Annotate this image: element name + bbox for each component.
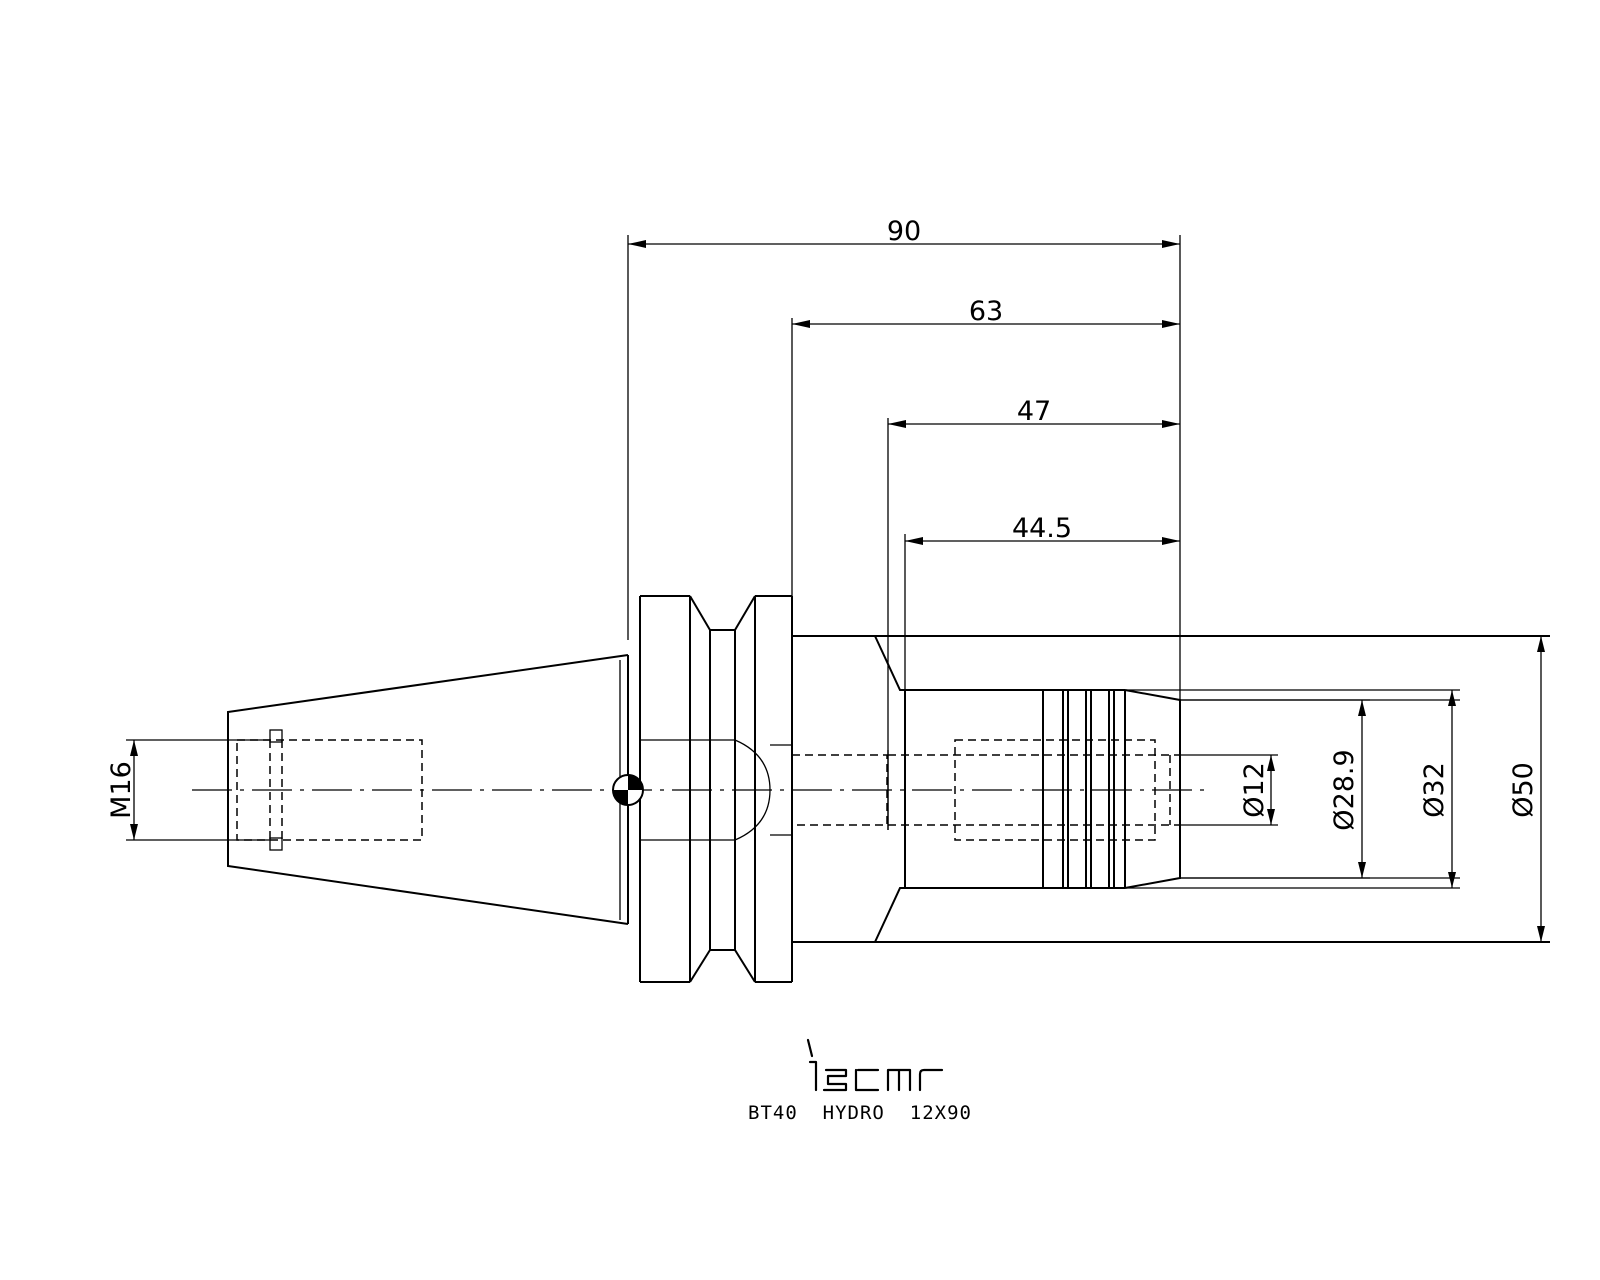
dimension-m16: M16 xyxy=(106,739,270,841)
dim-label-47: 47 xyxy=(1017,396,1051,427)
iscar-logo: iscar xyxy=(806,1038,944,1092)
dim-label-63: 63 xyxy=(969,296,1003,327)
dim-label-dia-28-9: Ø28.9 xyxy=(1329,749,1360,830)
tool-designation: BT40 HYDRO 12X90 xyxy=(748,1102,972,1124)
dim-label-dia-12: Ø12 xyxy=(1239,762,1270,818)
dimension-63: 63 xyxy=(791,296,1180,596)
dim-label-44-5: 44.5 xyxy=(1012,513,1072,544)
dimension-47: 47 xyxy=(887,396,1180,830)
dimension-dia-28-9: Ø28.9 xyxy=(1180,699,1370,879)
dim-label-dia-50: Ø50 xyxy=(1508,762,1539,818)
orientation-mark-icon xyxy=(612,774,644,806)
holder-body xyxy=(791,635,1550,943)
flange xyxy=(639,595,793,983)
dimension-44-5: 44.5 xyxy=(904,513,1180,690)
dimension-dia-12: Ø12 xyxy=(1180,754,1278,826)
dim-label-90: 90 xyxy=(887,216,921,247)
dimension-dia-32: Ø32 xyxy=(1125,689,1460,889)
dimension-90: 90 xyxy=(627,216,1181,700)
dim-label-m16: M16 xyxy=(106,761,137,819)
dim-label-dia-32: Ø32 xyxy=(1419,762,1450,818)
dimension-dia-50: Ø50 xyxy=(1508,636,1545,942)
